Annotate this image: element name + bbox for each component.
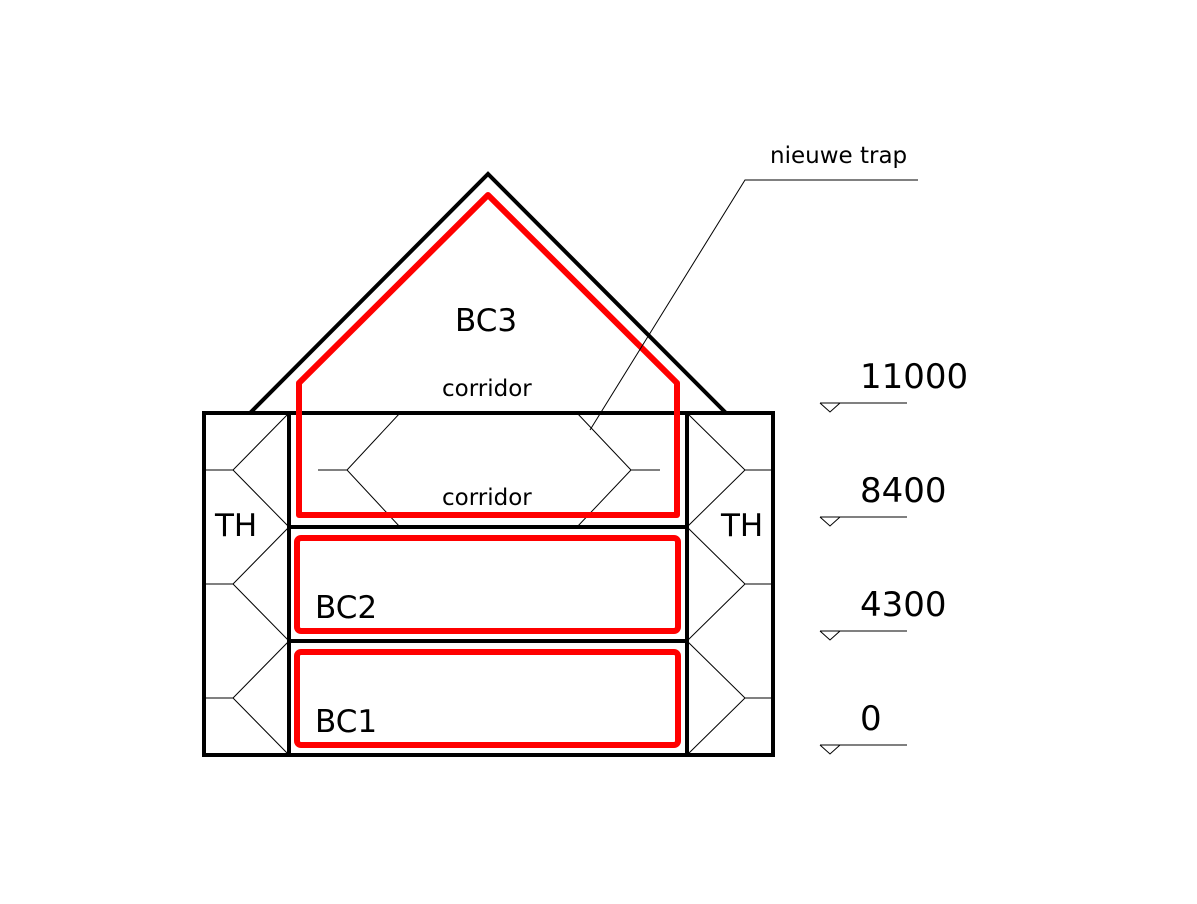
right-stair-lines (686, 412, 773, 756)
callout-label: nieuwe trap (770, 143, 907, 169)
level-value: 11000 (860, 357, 968, 397)
level-marker-0: 0 (819, 699, 907, 755)
new-stair-lines (318, 412, 660, 528)
roof-outline (248, 171, 728, 415)
compartment-bc1-outline (294, 649, 681, 748)
compartment-bc3-label: BC3 (455, 303, 517, 339)
compartment-bc1-label: BC1 (315, 704, 377, 740)
corridor-lower-label: corridor (442, 485, 532, 511)
level-value: 0 (860, 699, 882, 739)
callout-leader (589, 179, 918, 431)
compartment-bc2-label: BC2 (315, 590, 377, 626)
compartment-bc2-outline (294, 535, 681, 634)
left-stair-lines (204, 412, 290, 756)
level-marker-8400: 8400 (819, 471, 947, 527)
level-marker-11000: 11000 (819, 357, 968, 413)
corridor-upper-label: corridor (442, 376, 532, 402)
level-value: 8400 (860, 471, 947, 511)
stair-left-label: TH (214, 508, 257, 544)
compartment-bc3-outline (296, 192, 680, 518)
stair-right-label: TH (720, 508, 763, 544)
level-value: 4300 (860, 585, 947, 625)
level-marker-4300: 4300 (819, 585, 947, 641)
